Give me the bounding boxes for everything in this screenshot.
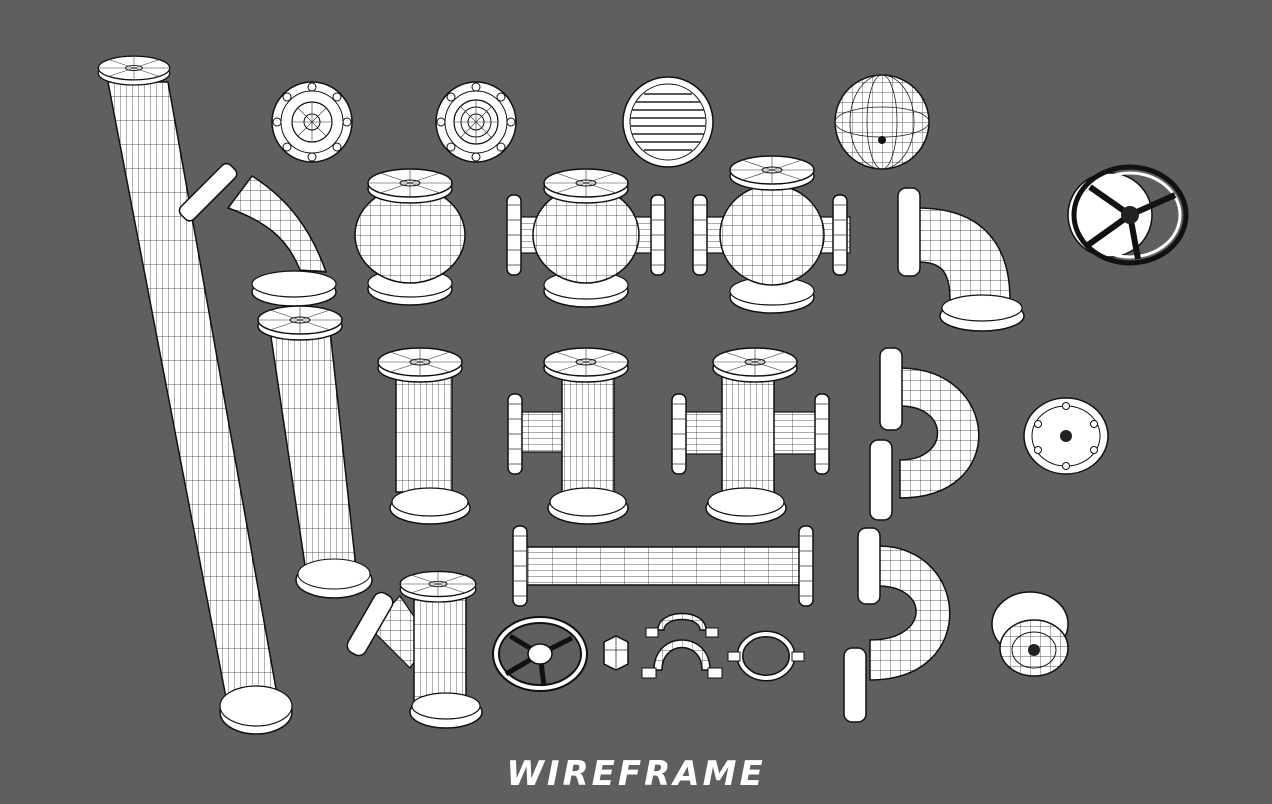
grated-cap — [622, 76, 714, 168]
elbow-90 — [897, 187, 1025, 332]
ball-valve — [354, 168, 466, 306]
pipe-clamp — [641, 639, 723, 679]
caption-title: WIREFRAME — [506, 754, 766, 794]
flanged-ball-valve — [506, 168, 666, 308]
elbow-45 — [178, 162, 337, 307]
sphere — [834, 74, 930, 170]
pipe-clamp-small — [645, 612, 719, 638]
blind-flange — [435, 81, 517, 163]
lateral-tee — [346, 570, 483, 729]
long-pipe — [97, 55, 293, 735]
handwheel — [492, 616, 588, 692]
u-bend — [843, 527, 951, 723]
hex-nut — [603, 635, 629, 671]
flange-plate — [271, 81, 353, 163]
straight-pipe — [257, 305, 373, 599]
pipe-ring — [727, 630, 805, 682]
short-pipe — [377, 347, 471, 525]
cross — [671, 347, 830, 525]
horizontal-pipe — [512, 525, 814, 607]
handwheel-valve — [1067, 164, 1189, 266]
return-bend — [869, 347, 980, 521]
tee — [507, 347, 629, 525]
end-cap — [1023, 397, 1109, 475]
reducer — [991, 591, 1069, 677]
cross-ball-valve — [692, 155, 851, 314]
